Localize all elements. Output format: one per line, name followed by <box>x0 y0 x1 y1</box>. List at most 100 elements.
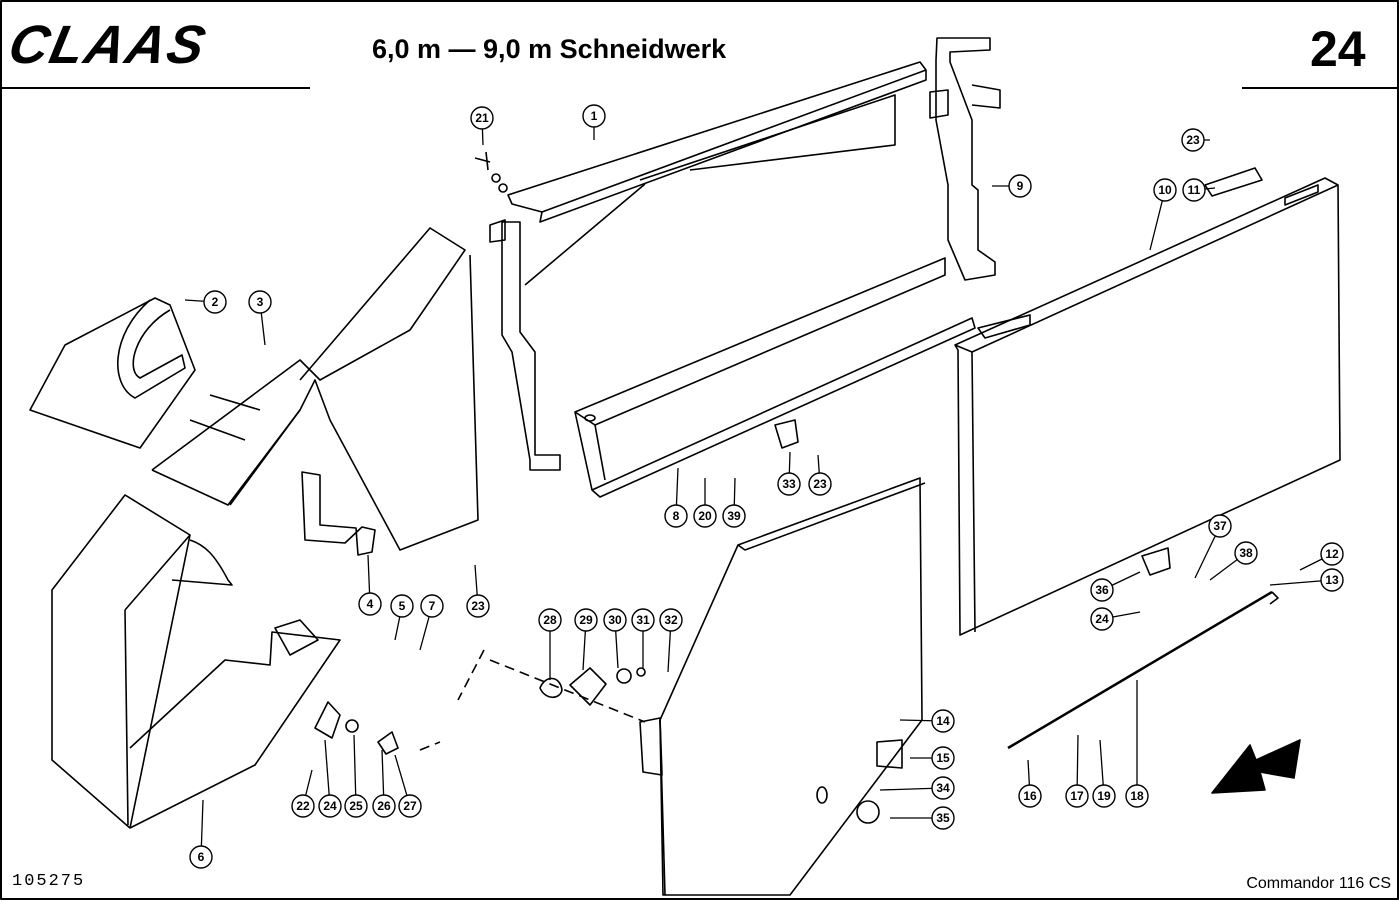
callout-circle <box>470 106 494 130</box>
callout-label: 1 <box>591 109 598 123</box>
callout-label: 24 <box>1095 612 1109 626</box>
callout-label: 29 <box>579 613 593 627</box>
callout-3: 3 <box>248 290 272 314</box>
callout-circle <box>291 794 315 818</box>
callout-leader <box>353 734 357 807</box>
callout-label: 11 <box>1188 183 1201 197</box>
callout-circle <box>1153 178 1177 202</box>
callout-label: 16 <box>1023 789 1037 803</box>
callout-15: 15 <box>931 746 955 770</box>
callout-circle <box>582 104 606 128</box>
callout-28: 28 <box>538 608 562 632</box>
part-8-channel <box>574 257 976 498</box>
part-16-door-panel <box>639 477 926 896</box>
callout-circle <box>358 592 382 616</box>
callout-label: 38 <box>1239 546 1253 560</box>
callout-label: 39 <box>727 509 741 523</box>
callout-25: 25 <box>344 794 368 818</box>
callout-circle <box>1092 784 1116 808</box>
left-strut <box>489 219 561 471</box>
callout-circle <box>248 290 272 314</box>
callout-label: 15 <box>936 751 950 765</box>
callout-label: 21 <box>475 111 489 125</box>
callout-33: 33 <box>777 472 801 496</box>
callout-11: 11 <box>1182 178 1206 202</box>
part-20-rod <box>1007 590 1279 750</box>
callout-circle <box>372 794 396 818</box>
callout-32: 32 <box>659 608 683 632</box>
page-title: 6,0 m — 9,0 m Schneidwerk <box>372 34 727 64</box>
callout-4: 4 <box>358 592 382 616</box>
callout-circle <box>1181 128 1205 152</box>
callout-label: 23 <box>813 477 827 491</box>
callout-circle <box>664 504 688 528</box>
callout-label: 30 <box>608 613 622 627</box>
callout-35: 35 <box>931 806 955 830</box>
callout-circle <box>1320 568 1344 592</box>
callout-circle <box>1320 542 1344 566</box>
callout-24: 24 <box>318 794 342 818</box>
callout-7: 7 <box>420 594 444 618</box>
callout-34: 34 <box>931 776 955 800</box>
callout-label: 23 <box>471 599 485 613</box>
callout-label: 4 <box>367 597 374 611</box>
callout-label: 2 <box>212 295 219 309</box>
callout-10: 10 <box>1153 178 1177 202</box>
callout-circle <box>318 794 342 818</box>
callout-label: 7 <box>429 599 436 613</box>
callout-circle <box>931 746 955 770</box>
callout-circle <box>1090 578 1114 602</box>
callout-label: 27 <box>403 799 417 813</box>
callout-circle <box>931 806 955 830</box>
callout-6: 6 <box>189 845 213 869</box>
callout-label: 34 <box>936 781 950 795</box>
callout-24: 24 <box>1090 607 1114 631</box>
callout-circle <box>203 290 227 314</box>
callout-31: 31 <box>631 608 655 632</box>
callout-39: 39 <box>722 504 746 528</box>
callout-37: 37 <box>1208 514 1232 538</box>
callout-circle <box>1018 784 1042 808</box>
callout-circle <box>659 608 683 632</box>
callout-label: 3 <box>257 295 264 309</box>
callout-12: 12 <box>1320 542 1344 566</box>
part-3-shroud <box>151 227 479 551</box>
callout-29: 29 <box>574 608 598 632</box>
callout-label: 31 <box>636 613 650 627</box>
part-37-bracket <box>1141 547 1171 576</box>
callout-label: 10 <box>1158 183 1172 197</box>
callout-leaders <box>184 116 1333 858</box>
part-34-bracket <box>774 419 799 449</box>
callout-label: 24 <box>323 799 337 813</box>
callout-label: 22 <box>296 799 310 813</box>
callout-20: 20 <box>693 504 717 528</box>
callout-label: 25 <box>349 799 363 813</box>
callout-circle <box>1234 541 1258 565</box>
callout-26: 26 <box>372 794 396 818</box>
callout-18: 18 <box>1125 784 1149 808</box>
callout-1: 1 <box>582 104 606 128</box>
callout-19: 19 <box>1092 784 1116 808</box>
callout-circle <box>1065 784 1089 808</box>
callout-circle <box>574 608 598 632</box>
callout-22: 22 <box>291 794 315 818</box>
part-1-upper-rail <box>507 61 927 286</box>
callout-circle <box>390 594 414 618</box>
callout-circle <box>631 608 655 632</box>
callout-label: 35 <box>936 811 950 825</box>
callout-23: 23 <box>808 472 832 496</box>
callout-circle <box>344 794 368 818</box>
callout-9: 9 <box>1008 174 1032 198</box>
callout-label: 8 <box>673 509 680 523</box>
callout-30: 30 <box>603 608 627 632</box>
callout-label: 14 <box>936 714 950 728</box>
callout-23: 23 <box>1181 128 1205 152</box>
callout-label: 19 <box>1097 789 1111 803</box>
callout-circle <box>398 794 422 818</box>
callout-label: 5 <box>399 599 406 613</box>
callout-circle <box>777 472 801 496</box>
callout-label: 32 <box>664 613 678 627</box>
callout-circle <box>931 709 955 733</box>
callout-38: 38 <box>1234 541 1258 565</box>
callout-8: 8 <box>664 504 688 528</box>
